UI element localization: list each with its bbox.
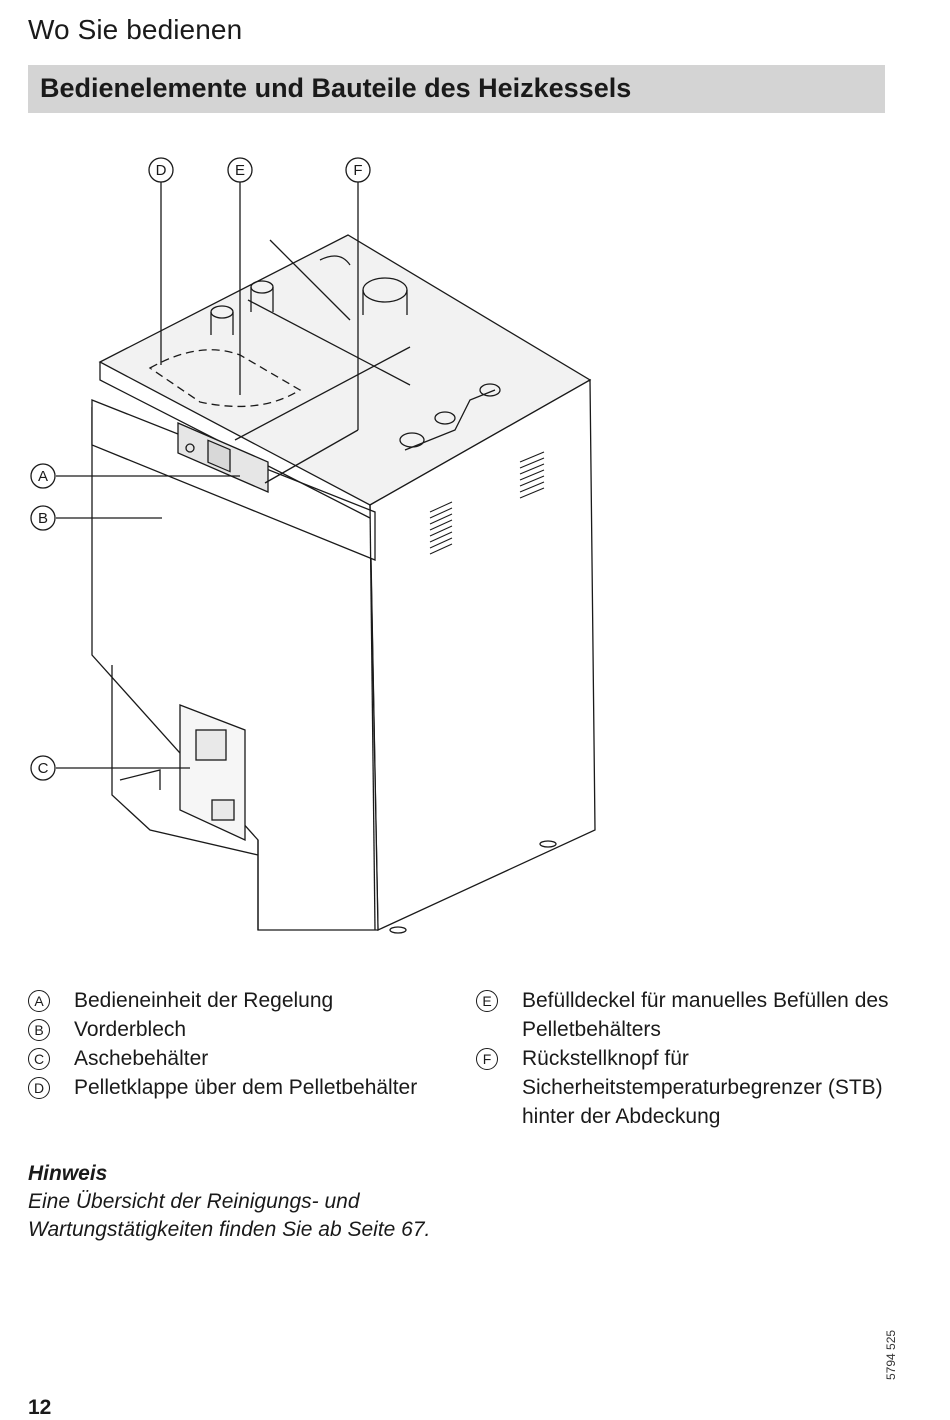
doc-number: 5794 525 [884, 1329, 898, 1380]
callout-d: D [156, 162, 167, 179]
callout-b: B [38, 510, 48, 527]
boiler-illustration: D E F A B C [30, 157, 596, 934]
legend-item: A Bedieneinheit der Regelung [28, 986, 458, 1015]
section-bar: Bedienelemente und Bauteile des Heizkess… [28, 65, 885, 113]
note-box: Hinweis Eine Übersicht der Reinigungs- u… [28, 1160, 448, 1244]
legend-text: Vorderblech [74, 1018, 187, 1041]
legend-key: D [28, 1077, 50, 1099]
note-text: Eine Übersicht der Reinigungs- und Wartu… [28, 1190, 431, 1241]
legend-key: B [28, 1019, 50, 1041]
callout-a: A [38, 468, 48, 485]
legend-key: E [476, 990, 498, 1012]
section-title: Bedienelemente und Bauteile des Heizkess… [40, 73, 632, 103]
legend-left: A Bedieneinheit der Regelung B Vorderble… [28, 986, 458, 1102]
legend-key: A [28, 990, 50, 1012]
legend-item: F Rückstellknopf für Sicherheitstemperat… [476, 1044, 896, 1131]
boiler-figure: D E F A B C [0, 140, 950, 970]
legend-key: C [28, 1048, 50, 1070]
page-header: Wo Sie bedienen [28, 14, 243, 45]
legend-text: Pelletklappe über dem Pelletbehälter [74, 1076, 418, 1099]
legend-text: Bedieneinheit der Regelung [74, 989, 334, 1012]
page-number: 12 [28, 1396, 52, 1419]
legend-item: E Befülldeckel für manuelles Befüllen de… [476, 986, 896, 1044]
legend-key: F [476, 1048, 498, 1070]
legend-item: B Vorderblech [28, 1015, 458, 1044]
note-title: Hinweis [28, 1162, 108, 1185]
legend-item: C Aschebehälter [28, 1044, 458, 1073]
legend-text: Aschebehälter [74, 1047, 209, 1070]
legend-item: D Pelletklappe über dem Pelletbehälter [28, 1073, 458, 1102]
legend-text: Befülldeckel für manuelles Befüllen des … [522, 989, 889, 1041]
legend-text: Rückstellknopf für Sicherheitstemperatur… [522, 1047, 883, 1128]
callout-e: E [235, 162, 245, 179]
legend-right: E Befülldeckel für manuelles Befüllen de… [476, 986, 896, 1131]
callout-f: F [353, 162, 362, 179]
callout-c: C [38, 760, 49, 777]
